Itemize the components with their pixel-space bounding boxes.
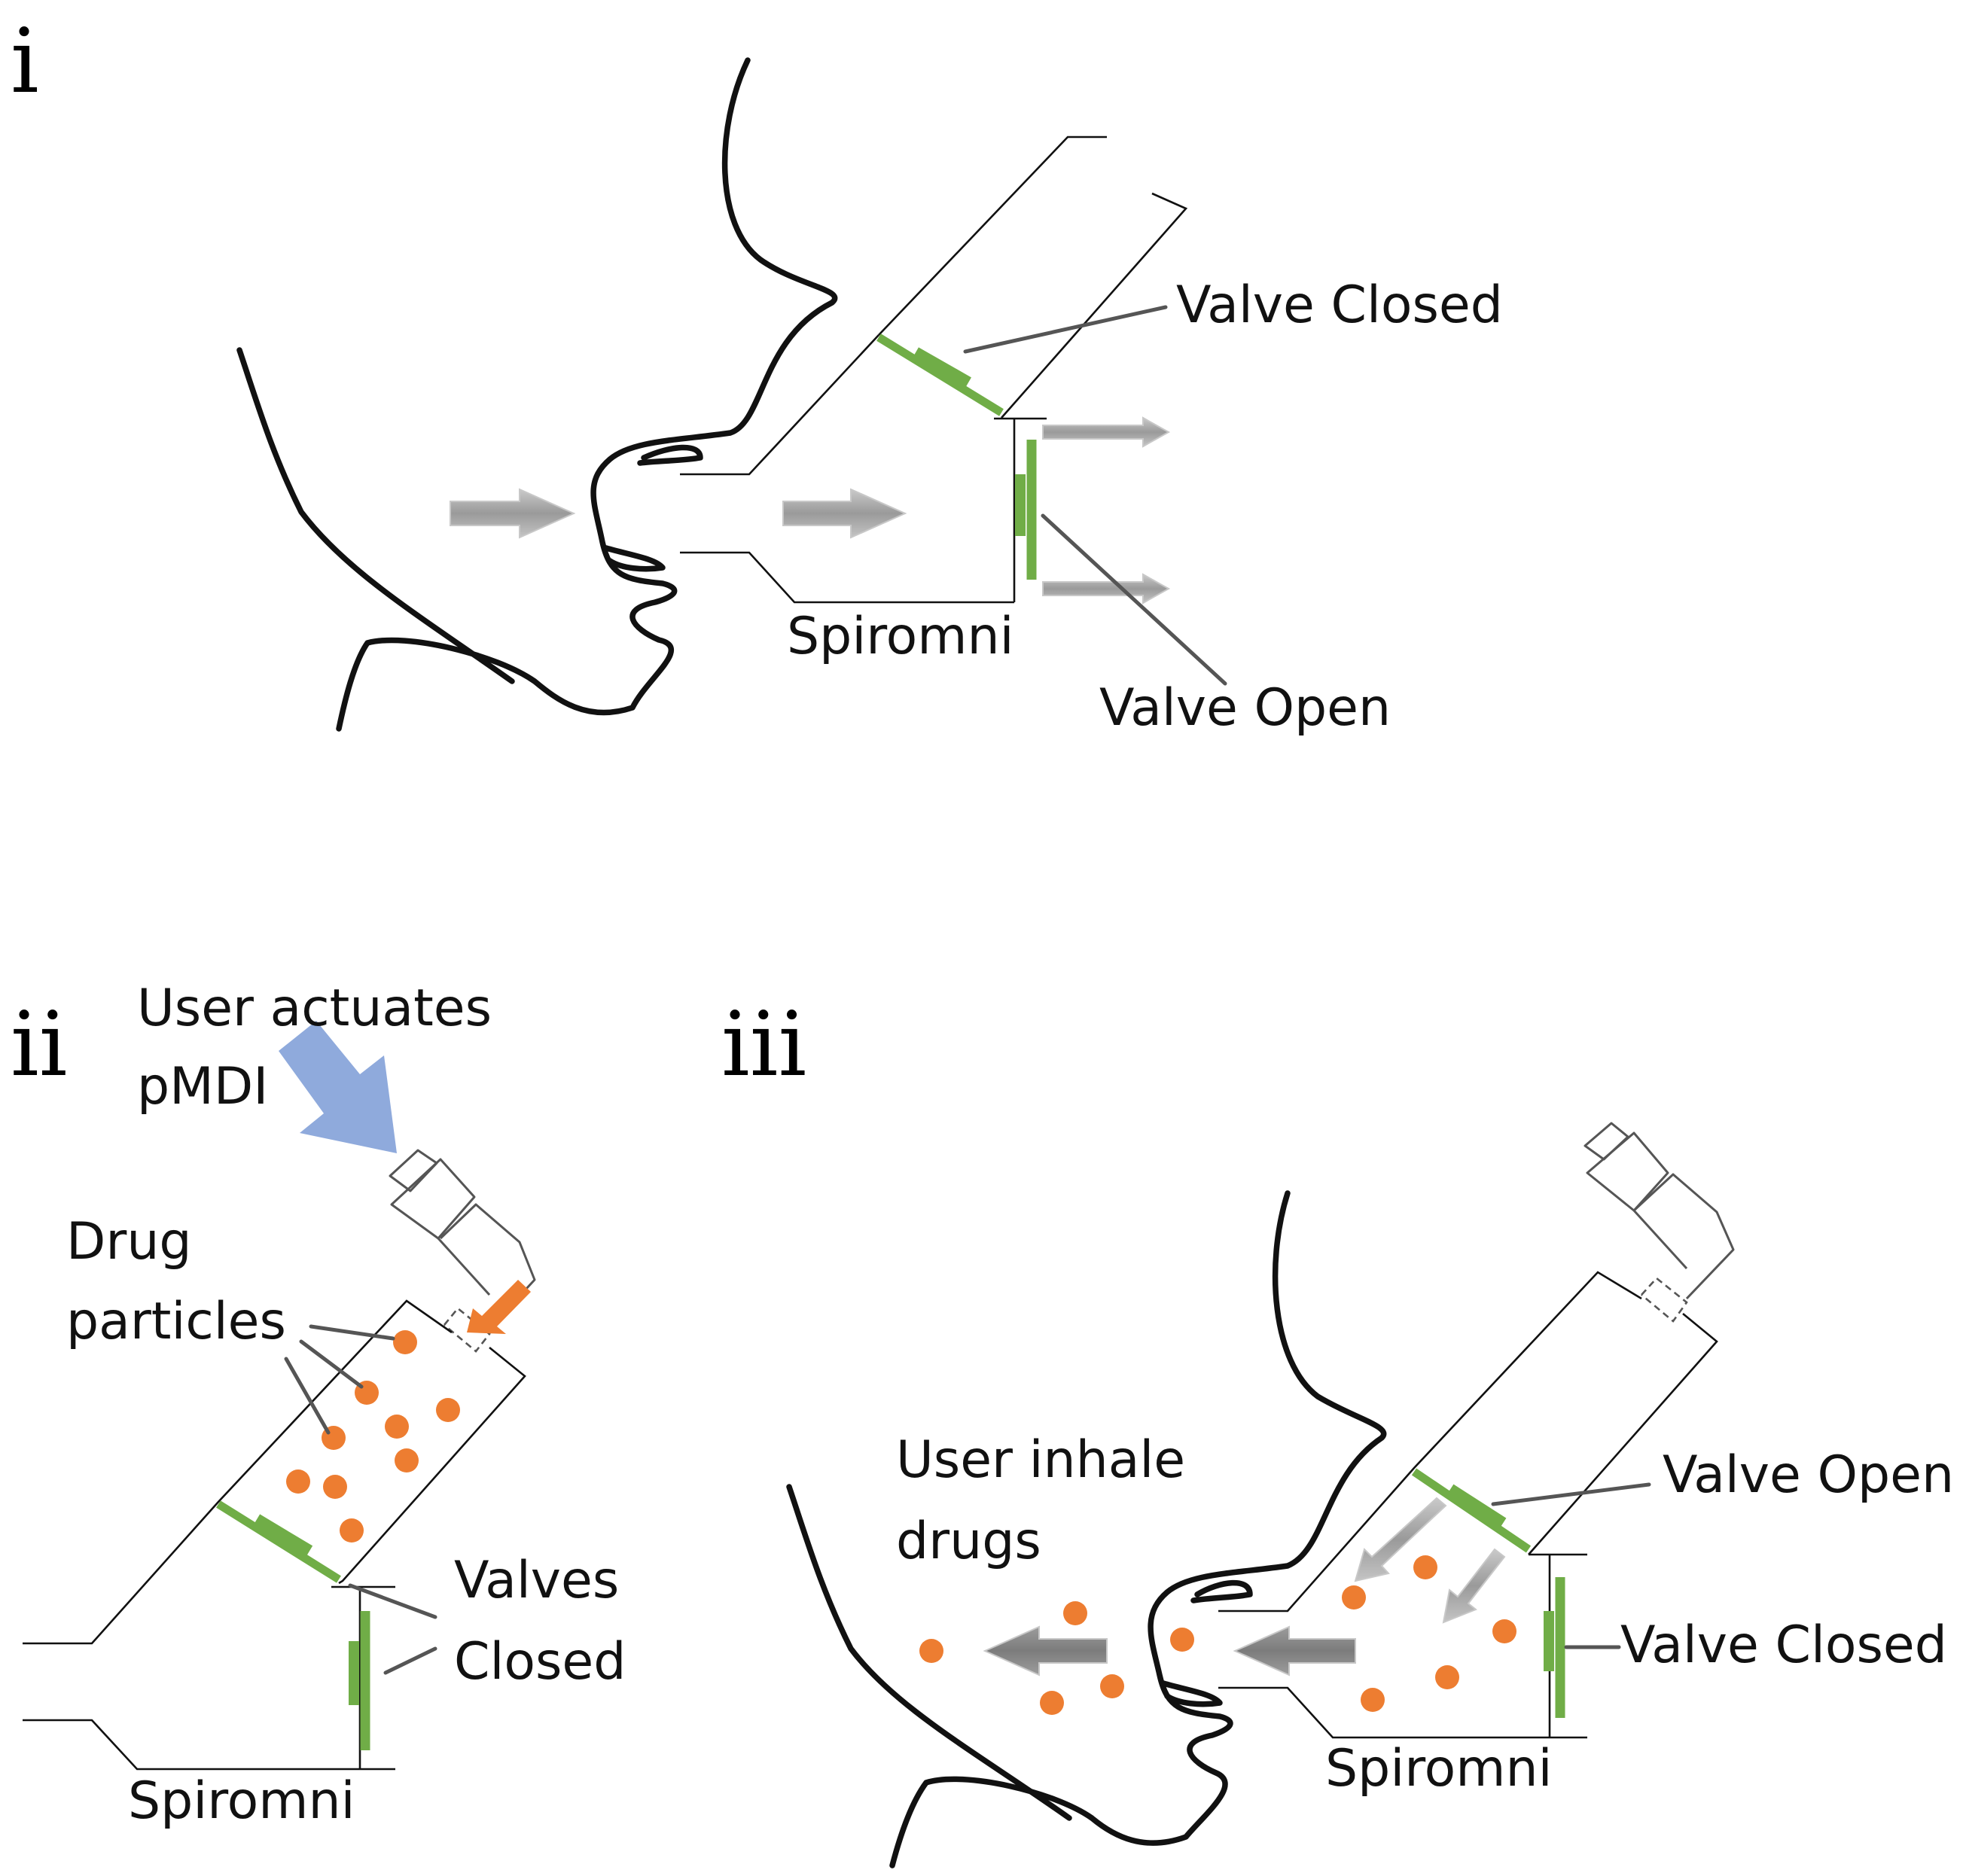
panel-ii-label-drug-particles-line1: Drug [66, 1212, 192, 1271]
panel-ii-spacer-bottom-wall [23, 1719, 395, 1771]
panel-ii-leader-valves-1 [348, 1583, 437, 1619]
panel-i-exhaust-arrow-lower [1042, 573, 1171, 605]
panel-iii-face-profile [889, 1190, 1387, 1868]
panel-iii-valve-open-flap [1445, 1484, 1507, 1531]
panel-i-face-profile [336, 57, 838, 732]
panel-i-spacer-bottom-wall [680, 551, 1014, 604]
panel-i-label-device: Spiromni [787, 607, 1014, 666]
panel-i-label-valve-closed: Valve Closed [1176, 276, 1503, 335]
particle [1063, 1601, 1087, 1625]
particle [393, 1330, 417, 1354]
panel-i-chamber-upper-wall [878, 136, 1107, 336]
panel-iii-flow-arrow-spacer [1233, 1625, 1356, 1677]
panel-i-flow-arrow-spacer [782, 488, 907, 539]
particle [1361, 1688, 1385, 1712]
panel-ii-leader-valves-2 [383, 1646, 437, 1675]
panel-iii-label-valve-open: Valve Open [1663, 1445, 1954, 1505]
panel-i-leader-valve-closed [963, 305, 1168, 354]
panel-ii-label-valves-line2: Closed [454, 1632, 626, 1692]
panel-iii-chin-jaw [786, 1484, 1072, 1821]
panel-iii: iii [721, 992, 1954, 1868]
particle [385, 1415, 409, 1439]
particle [1435, 1665, 1459, 1689]
panel-iii-label-user-inhale-line2: drugs [896, 1512, 1041, 1571]
panel-i-lower-lip [603, 545, 666, 572]
particle [1342, 1585, 1366, 1610]
panel-iii-label-valve-closed: Valve Closed [1620, 1616, 1947, 1675]
panel-i-valve-closed-flap [911, 347, 971, 391]
panel-iii-label-user-inhale-line1: User inhale [896, 1430, 1185, 1490]
panel-ii-valve-upper-flap [251, 1514, 313, 1559]
panel-i-chamber-right-wall [1001, 192, 1188, 419]
panel-iii-numeral: iii [721, 992, 806, 1096]
panel-iii-inhale-arrow-face [983, 1625, 1108, 1677]
panel-iii-lower-lip [1160, 1680, 1223, 1707]
panel-i-chin-jaw [236, 347, 515, 684]
panel-ii-actuation-arrow [279, 1021, 397, 1153]
panel-ii-label-user-actuates-line1: User actuates [137, 979, 492, 1038]
panel-i-label-valve-open: Valve Open [1099, 678, 1391, 738]
panel-ii-label-device: Spiromni [128, 1771, 355, 1831]
panel-ii-chamber-right-wall [338, 1346, 526, 1585]
panel-ii-label-user-actuates-line2: pMDI [137, 1057, 268, 1116]
panel-iii-spacer-top-wall [1218, 1271, 1642, 1613]
particle [1413, 1555, 1437, 1579]
panel-ii-numeral: ii [11, 992, 67, 1096]
particle [1170, 1628, 1194, 1652]
panel-i-upper-lip [637, 444, 703, 466]
particle [1040, 1691, 1064, 1715]
particle [340, 1518, 364, 1543]
particle [323, 1475, 347, 1499]
panel-iii-flow-arrow-diag-1 [1354, 1497, 1447, 1582]
panel-ii-leader-particles-2 [299, 1339, 364, 1389]
panel-iii-leader-valve-open [1491, 1482, 1651, 1506]
particle [286, 1469, 310, 1494]
particle [395, 1448, 419, 1472]
panel-ii-pmdi-canister [389, 1149, 536, 1353]
particle [1100, 1674, 1124, 1698]
panel-ii-label-valves-line1: Valves [454, 1551, 619, 1610]
particle [436, 1398, 460, 1422]
panel-ii-label-drug-particles-line2: particles [66, 1292, 286, 1351]
panel-iii-label-device: Spiromni [1325, 1739, 1553, 1798]
panel-i-numeral: i [11, 9, 39, 113]
panel-i-spacer-top-wall [680, 334, 879, 476]
panel-ii: ii [11, 979, 626, 1831]
panel-iii-spacer-bottom-wall [1218, 1686, 1587, 1739]
panel-i-inhale-arrow-face [450, 488, 576, 539]
panel-iii-upper-lip [1190, 1579, 1253, 1603]
panel-ii-chamber-upper-wall [23, 1299, 453, 1645]
panel-iii-chamber-right-wall [1528, 1312, 1718, 1555]
panel-ii-leader-particles-1 [309, 1324, 395, 1341]
panel-i-leader-valve-open [1041, 513, 1227, 686]
panel-ii-spray-arrow [467, 1280, 531, 1334]
panel-i: i Valve Closed Valve Open Spiromni [11, 9, 1503, 738]
panel-iii-flow-arrow-diag-2 [1442, 1548, 1506, 1624]
panel-ii-leader-particles-3 [284, 1357, 331, 1435]
particle [1492, 1619, 1516, 1643]
panel-iii-pmdi-canister [1584, 1122, 1735, 1323]
panel-i-exhaust-arrow-upper [1042, 416, 1171, 448]
panel-ii-drug-particles [286, 1330, 460, 1543]
panel-iii-drug-particles [919, 1555, 1516, 1715]
particle [919, 1639, 943, 1663]
